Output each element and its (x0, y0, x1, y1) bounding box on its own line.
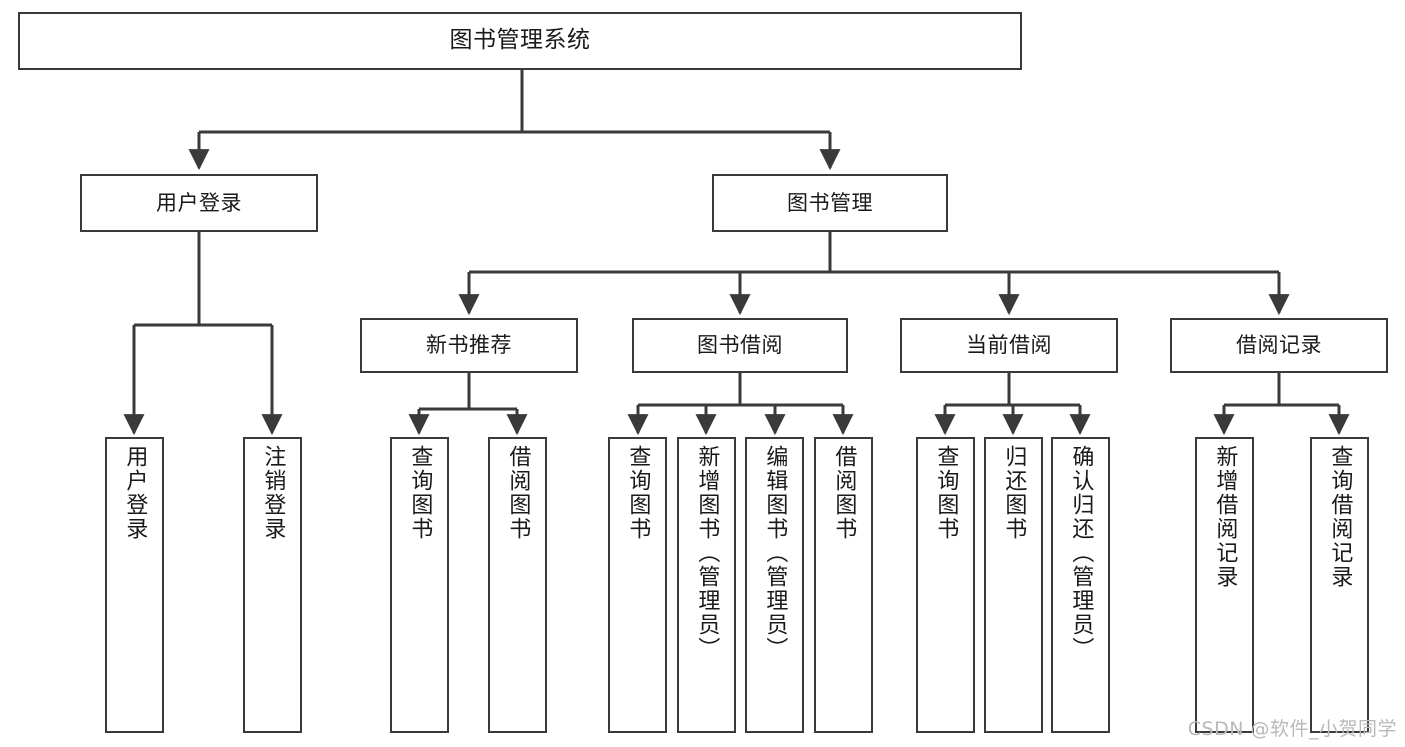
leaf-book-borrow-query[interactable]: 查询图书 (608, 437, 667, 733)
node-label: 查询图书 (625, 445, 651, 541)
node-label: 用户登录 (156, 190, 242, 215)
leaf-current-borrow-confirm-return[interactable]: 确认归还（管理员） (1051, 437, 1110, 733)
node-borrow-record[interactable]: 借阅记录 (1170, 318, 1388, 373)
node-label: 用户登录 (122, 445, 148, 541)
leaf-book-borrow-add[interactable]: 新增图书（管理员） (677, 437, 736, 733)
leaf-user-login-login[interactable]: 用户登录 (105, 437, 164, 733)
node-label: 查询借阅记录 (1327, 445, 1353, 589)
leaf-borrow-record-query[interactable]: 查询借阅记录 (1310, 437, 1369, 733)
node-label: 查询图书 (407, 445, 433, 541)
node-label: 新增借阅记录 (1212, 445, 1238, 589)
node-book-management[interactable]: 图书管理 (712, 174, 948, 232)
node-label: 借阅图书 (831, 445, 857, 541)
node-new-book-recommend[interactable]: 新书推荐 (360, 318, 578, 373)
node-label: 图书管理系统 (449, 27, 591, 54)
node-root-system[interactable]: 图书管理系统 (18, 12, 1022, 70)
node-label: 确认归还（管理员） (1068, 445, 1094, 661)
node-label: 图书管理 (787, 190, 873, 215)
node-label: 图书借阅 (697, 333, 783, 358)
leaf-new-book-query[interactable]: 查询图书 (390, 437, 449, 733)
leaf-current-borrow-query[interactable]: 查询图书 (916, 437, 975, 733)
node-label: 查询图书 (933, 445, 959, 541)
node-label: 当前借阅 (966, 333, 1052, 358)
node-label: 新书推荐 (426, 333, 512, 358)
leaf-new-book-borrow[interactable]: 借阅图书 (488, 437, 547, 733)
leaf-borrow-record-add[interactable]: 新增借阅记录 (1195, 437, 1254, 733)
node-current-borrow[interactable]: 当前借阅 (900, 318, 1118, 373)
node-book-borrow[interactable]: 图书借阅 (632, 318, 848, 373)
node-label: 归还图书 (1001, 445, 1027, 541)
node-label: 新增图书（管理员） (694, 445, 720, 661)
node-user-login[interactable]: 用户登录 (80, 174, 318, 232)
node-label: 借阅图书 (505, 445, 531, 541)
node-label: 借阅记录 (1236, 333, 1322, 358)
leaf-user-login-logout[interactable]: 注销登录 (243, 437, 302, 733)
node-label: 编辑图书（管理员） (762, 445, 788, 661)
leaf-book-borrow-borrow[interactable]: 借阅图书 (814, 437, 873, 733)
watermark-text: CSDN @软件_小贺同学 (1187, 718, 1397, 740)
leaf-current-borrow-return[interactable]: 归还图书 (984, 437, 1043, 733)
node-label: 注销登录 (260, 445, 286, 541)
leaf-book-borrow-edit[interactable]: 编辑图书（管理员） (745, 437, 804, 733)
